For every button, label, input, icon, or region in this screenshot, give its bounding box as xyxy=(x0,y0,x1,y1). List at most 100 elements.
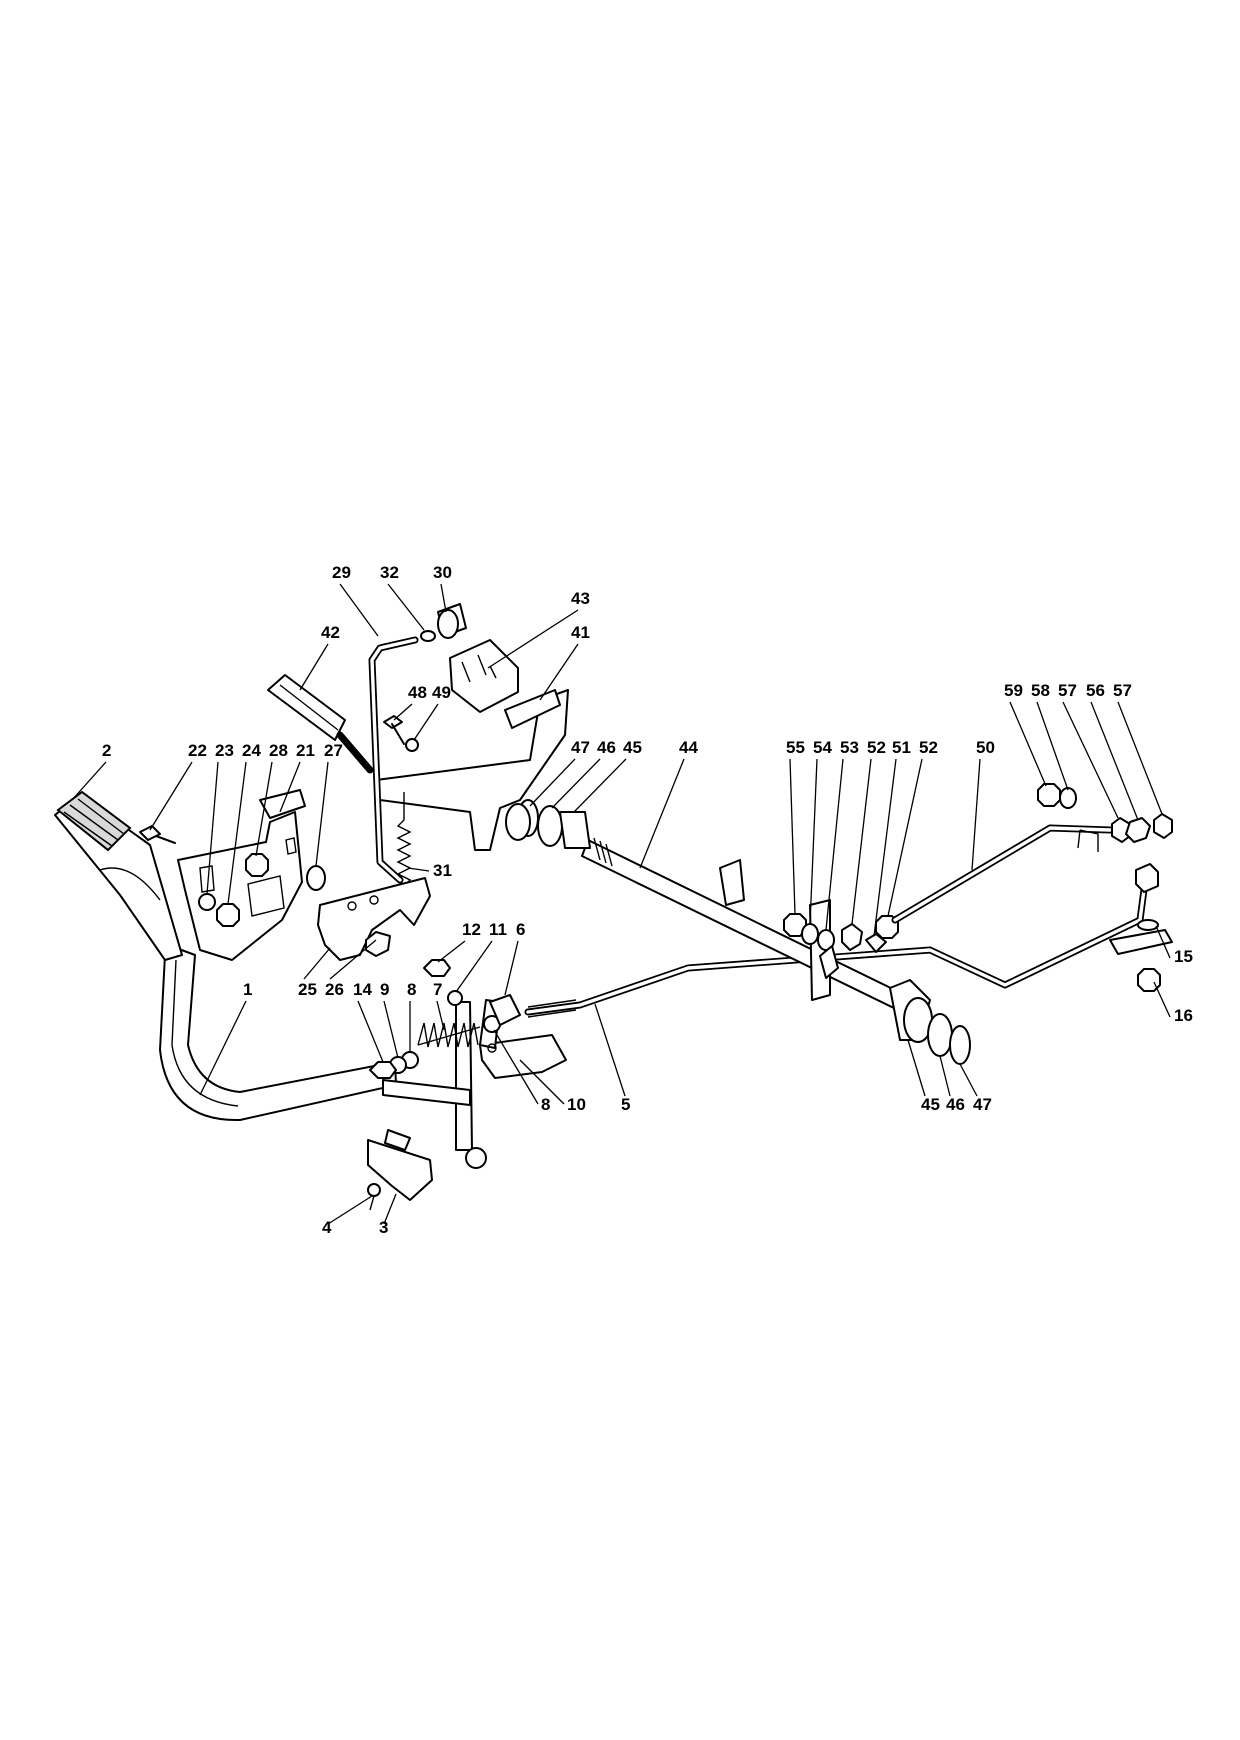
callout-48: 48 xyxy=(408,683,427,702)
leader-line-23 xyxy=(206,761,219,895)
leader-line-10 xyxy=(519,1059,565,1105)
leader-line-30 xyxy=(440,583,447,613)
callout-21: 21 xyxy=(296,741,315,760)
callout-52-left: 52 xyxy=(867,738,886,757)
callout-54: 54 xyxy=(813,738,832,757)
callout-31: 31 xyxy=(433,861,452,880)
callout-55: 55 xyxy=(786,738,805,757)
leader-line-6 xyxy=(504,940,519,996)
leader-line-50 xyxy=(971,758,981,871)
callout-53: 53 xyxy=(840,738,859,757)
leader-line-22 xyxy=(149,761,193,831)
leader-line-57a xyxy=(1062,701,1119,819)
part-49-washer xyxy=(405,738,419,752)
callout-12: 12 xyxy=(462,920,481,939)
callout-26: 26 xyxy=(325,980,344,999)
part-50-rod xyxy=(891,824,1114,924)
part-23-washer xyxy=(198,893,216,911)
callout-45-lower: 45 xyxy=(921,1095,940,1114)
callout-32: 32 xyxy=(380,563,399,582)
callout-58: 58 xyxy=(1031,681,1050,700)
leader-line-43 xyxy=(487,609,579,669)
leader-line-12 xyxy=(437,940,466,963)
part-28-nut xyxy=(245,853,269,877)
leader-line-54 xyxy=(809,758,818,925)
callout-46-lower: 46 xyxy=(946,1095,965,1114)
callout-7: 7 xyxy=(433,980,442,999)
callout-59: 59 xyxy=(1004,681,1023,700)
callout-2: 2 xyxy=(102,741,111,760)
part-12-nut xyxy=(423,959,451,977)
leader-line-48 xyxy=(393,703,413,721)
leader-line-41 xyxy=(539,643,579,701)
part-42-grip xyxy=(267,674,374,774)
part-25-latch-plate xyxy=(317,877,431,961)
leader-line-56 xyxy=(1090,701,1139,821)
callout-28: 28 xyxy=(269,741,288,760)
callout-8-upper: 8 xyxy=(407,980,416,999)
callout-45-upper: 45 xyxy=(623,738,642,757)
leader-line-49 xyxy=(413,703,439,741)
part-7-spring xyxy=(417,1022,481,1048)
leader-line-14 xyxy=(357,1000,384,1063)
callout-4: 4 xyxy=(322,1218,332,1237)
callout-29: 29 xyxy=(332,563,351,582)
callout-46-upper: 46 xyxy=(597,738,616,757)
leader-line-5 xyxy=(594,1003,626,1097)
callout-30: 30 xyxy=(433,563,452,582)
callout-6: 6 xyxy=(516,920,525,939)
leader-line-21 xyxy=(279,761,301,813)
callout-9: 9 xyxy=(380,980,389,999)
callout-47-lower: 47 xyxy=(973,1095,992,1114)
callout-57-left: 57 xyxy=(1058,681,1077,700)
callout-16: 16 xyxy=(1174,1006,1193,1025)
callout-24: 24 xyxy=(242,741,261,760)
part-27-washer xyxy=(306,865,326,891)
leader-line-3 xyxy=(383,1193,397,1225)
leader-line-24 xyxy=(227,761,247,905)
part-1-pedal-arm xyxy=(159,944,397,1122)
leader-line-8b xyxy=(493,1029,539,1105)
pedal-post xyxy=(382,1001,487,1169)
part-51-bolt xyxy=(865,933,887,953)
part-52-bolt xyxy=(841,923,863,951)
leader-line-52b xyxy=(887,758,923,917)
callout-10: 10 xyxy=(567,1095,586,1114)
leader-line-16 xyxy=(1153,981,1171,1018)
callout-1: 1 xyxy=(243,980,252,999)
leader-line-25 xyxy=(303,947,331,980)
leader-line-11 xyxy=(455,940,493,993)
leader-line-45a xyxy=(573,758,627,813)
leader-line-29 xyxy=(339,583,379,637)
callout-27: 27 xyxy=(324,741,343,760)
part-43-pedal-pad xyxy=(449,639,519,713)
callout-42: 42 xyxy=(321,623,340,642)
callout-8-lower: 8 xyxy=(541,1095,550,1114)
bushing-stack-right xyxy=(889,979,971,1065)
callout-14: 14 xyxy=(353,980,372,999)
part-10-bracket xyxy=(479,999,567,1079)
callout-44: 44 xyxy=(679,738,698,757)
leader-line-27 xyxy=(315,761,329,867)
part-30-knob xyxy=(437,603,467,639)
part-54-washer xyxy=(801,923,819,945)
callout-47-upper: 47 xyxy=(571,738,590,757)
part-21-bracket xyxy=(177,789,306,961)
callout-25: 25 xyxy=(298,980,317,999)
part-32-washer xyxy=(420,630,436,642)
part-58-washer xyxy=(1059,787,1077,809)
callout-11: 11 xyxy=(489,920,507,939)
part-6-clevis xyxy=(489,994,521,1026)
part-15-washer xyxy=(1137,919,1159,931)
callout-3: 3 xyxy=(379,1218,388,1237)
callout-50: 50 xyxy=(976,738,995,757)
leader-line-46a xyxy=(551,758,601,809)
callout-56: 56 xyxy=(1086,681,1105,700)
part-24-nut xyxy=(216,903,240,927)
leader-line-4 xyxy=(327,1195,373,1225)
part-5-rod xyxy=(524,863,1159,1018)
leader-line-15 xyxy=(1155,925,1171,959)
part-56-clevis xyxy=(1125,817,1151,843)
leader-line-45b xyxy=(907,1039,926,1097)
